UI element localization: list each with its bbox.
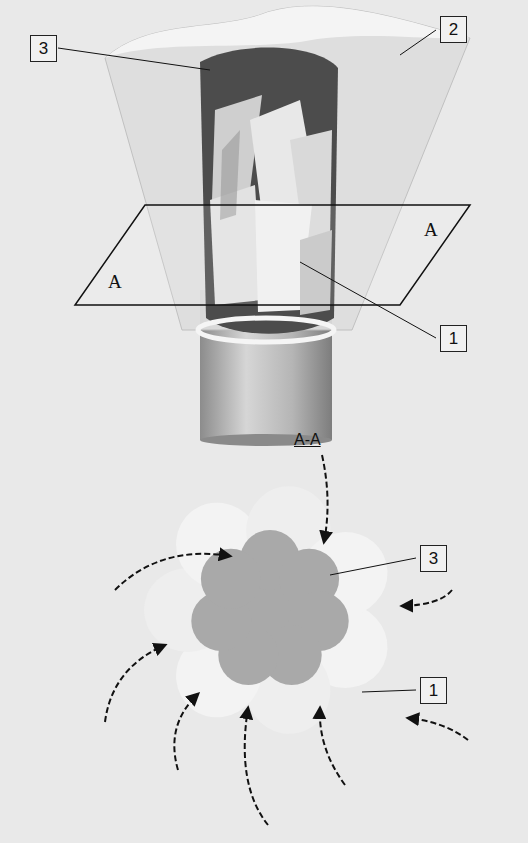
callout-number: 3 [429, 550, 438, 567]
callout-box: 3 [30, 35, 57, 62]
callout-number: 3 [39, 40, 48, 57]
section-outer-petals [144, 478, 402, 742]
callout-box: 2 [440, 16, 467, 43]
leader-line [400, 30, 436, 55]
section-plane [75, 205, 470, 305]
callout-number: 2 [449, 21, 458, 38]
callout-box: 3 [420, 545, 447, 572]
callout-number: 1 [429, 682, 438, 699]
section-letter: A [424, 220, 438, 239]
leader-line [330, 558, 416, 575]
flow-arrows [105, 455, 468, 825]
callout-box: 1 [420, 677, 447, 704]
section-letter: A [108, 272, 122, 291]
callout-box: 1 [440, 325, 467, 352]
leader-line [300, 262, 436, 338]
callout-number: 1 [449, 330, 458, 347]
section-title: A-A [294, 432, 321, 448]
leader-line [58, 48, 210, 70]
tube-rim [198, 318, 334, 342]
leader-line [362, 690, 416, 692]
